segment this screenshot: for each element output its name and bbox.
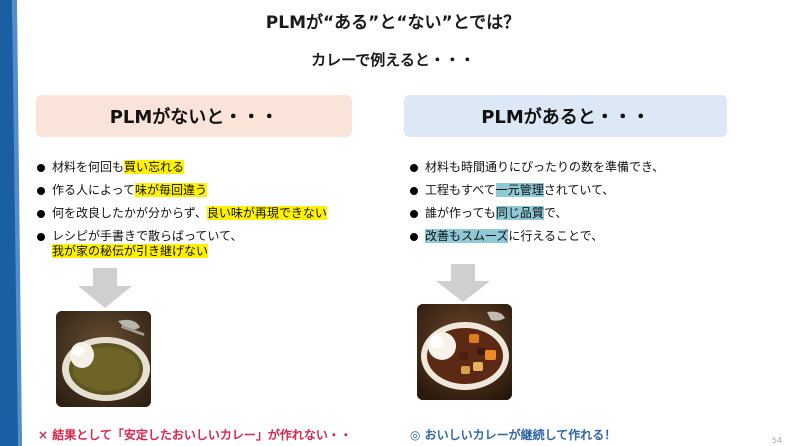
page-title: PLMが“ある”と“ない”とでは？: [265, 13, 521, 33]
bullet-icon: [410, 187, 418, 195]
highlight: 良い味が再現できない: [206, 206, 327, 220]
highlight: 味が毎回違う: [135, 183, 208, 197]
down-arrow-icon: [436, 264, 490, 302]
good-result-text: ◎ おいしいカレーが継続して作れる！: [410, 428, 617, 442]
list-item: 何を改良したかが分からず、良い味が再現できない: [36, 206, 376, 221]
highlight: 我が家の秘伝が引き継げない: [52, 244, 209, 258]
list-item: 誰が作っても同じ品質で、: [409, 206, 749, 221]
page-subtitle: カレーで例えると・・・: [311, 51, 475, 69]
rich-curry-image: [417, 304, 512, 400]
without-plm-heading: PLMがないと・・・: [36, 95, 352, 137]
bullet-icon: [410, 210, 418, 218]
highlight: 同じ品質: [495, 206, 544, 220]
down-arrow-icon: [78, 268, 132, 308]
page-number: 54: [771, 436, 782, 445]
bullet-icon: [37, 233, 45, 241]
bullet-icon: [410, 164, 418, 172]
with-plm-list: 材料も時間通りにぴったりの数を準備でき、 工程もすべて一元管理されていて、 誰が…: [409, 160, 749, 252]
bullet-icon: [37, 164, 45, 172]
list-item: 改善もスムーズに行えることで、: [409, 229, 749, 244]
bullet-icon: [37, 210, 45, 218]
highlight: 買い忘れる: [124, 160, 185, 174]
list-item: 工程もすべて一元管理されていて、: [409, 183, 749, 198]
without-plm-list: 材料を何回も買い忘れる 作る人によって味が毎回違う 何を改良したかが分からず、良…: [36, 160, 376, 267]
list-item: 材料を何回も買い忘れる: [36, 160, 376, 175]
bad-result-text: × 結果として「安定したおいしいカレー」が作れない・・: [38, 428, 352, 442]
left-accent-stripe: [0, 0, 22, 446]
list-item: 作る人によって味が毎回違う: [36, 183, 376, 198]
highlight: 改善もスムーズ: [425, 229, 509, 243]
with-plm-heading: PLMがあると・・・: [404, 95, 727, 137]
plain-curry-image: [56, 311, 151, 407]
bullet-icon: [37, 187, 45, 195]
highlight: 一元管理: [495, 183, 544, 197]
bullet-icon: [410, 233, 418, 241]
list-item: 材料も時間通りにぴったりの数を準備でき、: [409, 160, 749, 175]
list-item: レシピが手書きで散らばっていて、我が家の秘伝が引き継げない: [36, 229, 376, 259]
